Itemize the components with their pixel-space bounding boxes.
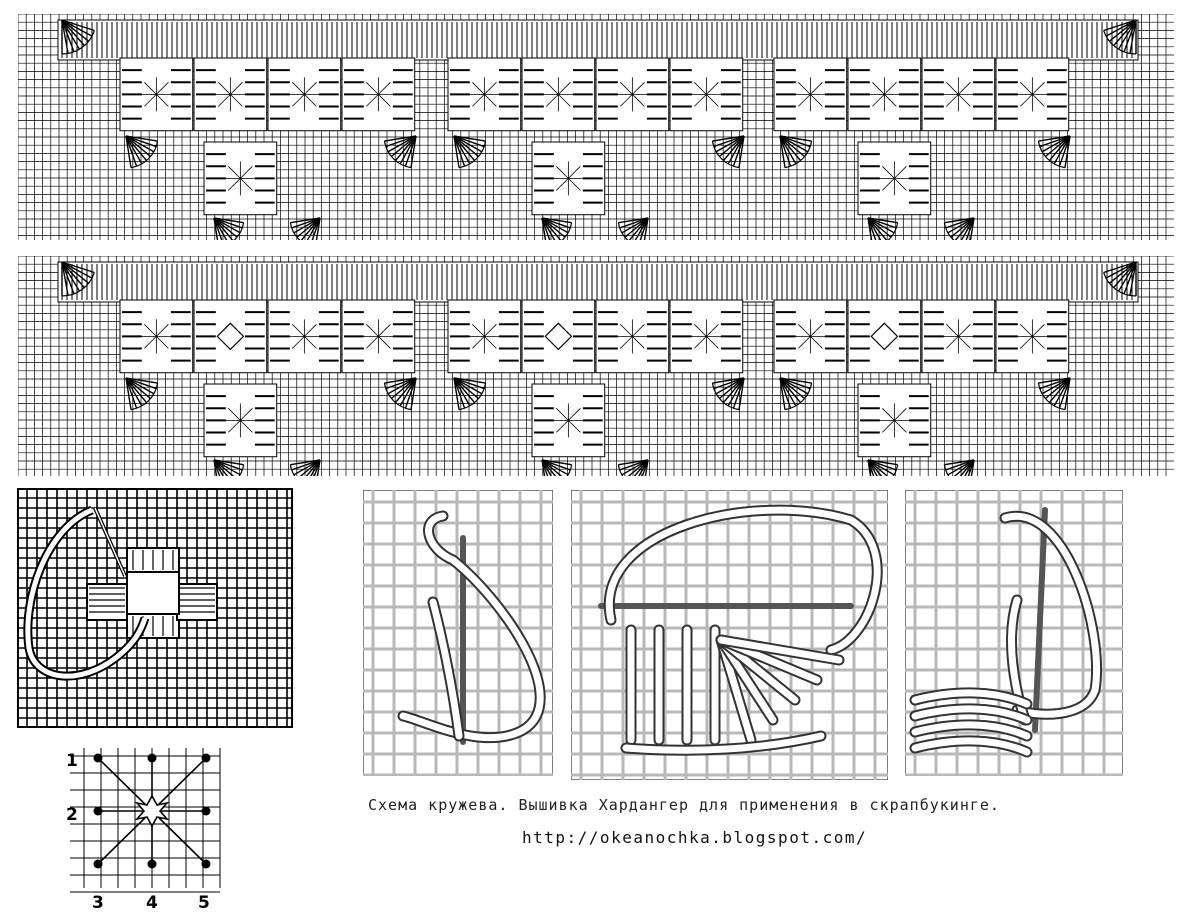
blog-url[interactable]: http://okeanochka.blogspot.com/	[522, 828, 868, 847]
lace-motifs	[57, 261, 1139, 476]
satin-stitch-illustration	[905, 490, 1123, 776]
key-number-2: 2	[66, 805, 78, 825]
key-grid	[70, 748, 221, 893]
dove-eye-icon	[216, 322, 245, 351]
kloster-block-illustration	[363, 490, 553, 776]
eyelet-fan-illustration	[571, 490, 888, 780]
woven-bars	[86, 547, 218, 639]
caption-text: Схема кружева. Вышивка Хардангер для при…	[368, 796, 1000, 814]
needle-icon	[1032, 507, 1048, 733]
lace-chart-top	[18, 14, 1174, 240]
key-number-5: 5	[198, 893, 210, 913]
key-number-3: 3	[92, 893, 104, 913]
woven-bars-demo	[17, 488, 293, 728]
key-number-1: 1	[66, 751, 78, 771]
stitch-order-key: 1 2 3 4 5	[60, 748, 225, 913]
stitch-points	[93, 753, 211, 869]
lace-motifs	[57, 19, 1139, 240]
dove-eye-icon	[870, 322, 899, 351]
key-number-4: 4	[146, 893, 158, 913]
lace-chart-dove-eye	[18, 256, 1174, 476]
star-eyelet-icon	[134, 794, 170, 828]
dove-eye-icon	[544, 322, 573, 351]
